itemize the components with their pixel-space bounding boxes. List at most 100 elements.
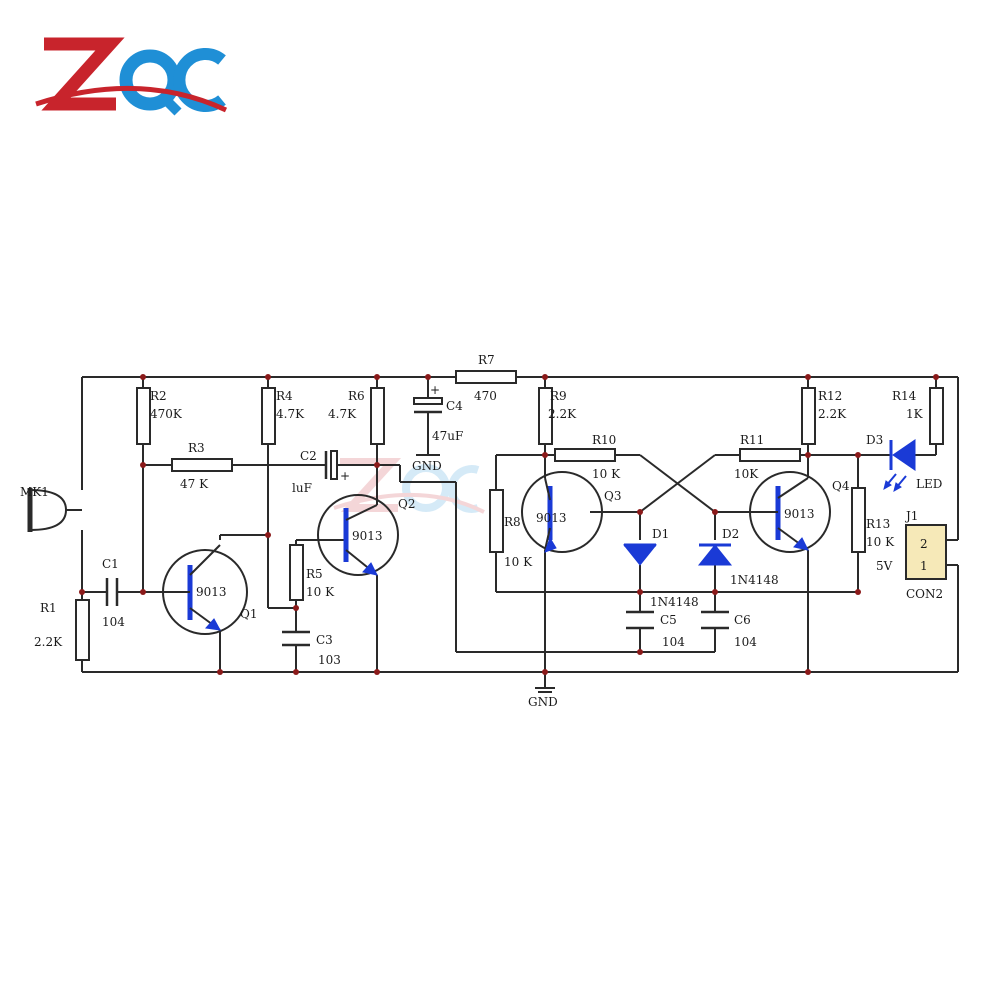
label-r14-value: 1K <box>906 407 924 421</box>
label-c1-value: 104 <box>102 615 125 629</box>
label-c5: C5 <box>660 613 677 627</box>
transistor-q2-icon <box>317 494 399 576</box>
label-r13: R13 <box>866 517 890 531</box>
junction-nodes <box>79 374 939 675</box>
label-r10-value: 10 K <box>592 467 621 481</box>
watermark-logo-icon <box>333 458 485 514</box>
label-r7: R7 <box>478 353 495 367</box>
label-r11: R11 <box>740 433 764 447</box>
label-d2-value: 1N4148 <box>730 573 779 587</box>
label-r1-value: 2.2K <box>34 635 63 649</box>
resistor-r7 <box>455 370 517 384</box>
label-r3-value: 47 K <box>180 477 209 491</box>
label-r9-value: 2.2K <box>548 407 577 421</box>
label-c6: C6 <box>734 613 751 627</box>
capacitors <box>105 397 729 647</box>
component-labels: MK1 R1 2.2K R2 470K R3 47 K R4 4.7K R5 1… <box>20 353 943 709</box>
capacitor-c4 <box>413 397 443 414</box>
label-r12-value: 2.2K <box>818 407 847 421</box>
label-r1: R1 <box>40 601 57 615</box>
label-r4: R4 <box>276 389 293 403</box>
capacitor-c2 <box>318 450 338 480</box>
label-r2-value: 470K <box>150 407 183 421</box>
label-r7-value: 470 <box>474 389 497 403</box>
transistor-q1-icon <box>162 544 248 635</box>
label-c2: C2 <box>300 449 317 463</box>
transistor-q3-icon <box>521 471 603 553</box>
label-led: LED <box>916 477 942 491</box>
label-q2-type: 9013 <box>352 529 383 543</box>
diode-d2-icon <box>697 543 733 566</box>
label-d3: D3 <box>866 433 883 447</box>
resistor-r5 <box>289 544 304 601</box>
label-gnd-top: GND <box>412 459 442 473</box>
resistor-r4 <box>261 387 276 445</box>
label-j1-voltage: 5V <box>876 559 893 573</box>
label-c4-value: 47uF <box>432 429 463 443</box>
resistor-r13 <box>851 487 866 553</box>
resistor-r11 <box>739 448 801 462</box>
capacitor-c5 <box>626 610 654 630</box>
label-q4-type: 9013 <box>784 507 815 521</box>
label-gnd-bottom: GND <box>528 695 558 709</box>
label-c6-value: 104 <box>734 635 757 649</box>
resistor-r6 <box>370 387 385 445</box>
label-c4-plus: + <box>430 383 440 397</box>
label-j1: J1 <box>904 509 918 523</box>
label-r12: R12 <box>818 389 842 403</box>
label-r6-value: 4.7K <box>328 407 357 421</box>
label-c1: C1 <box>102 557 119 571</box>
label-d1: D1 <box>652 527 669 541</box>
resistor-r8 <box>489 489 504 553</box>
led-d3-icon <box>883 439 916 493</box>
zqc-logo-icon <box>35 37 228 116</box>
label-r8: R8 <box>504 515 521 529</box>
label-r8-value: 10 K <box>504 555 533 569</box>
label-q2: Q2 <box>398 497 415 511</box>
label-d1-value: 1N4148 <box>650 595 699 609</box>
label-c4: C4 <box>446 399 463 413</box>
capacitor-c1 <box>105 578 119 606</box>
label-r13-value: 10 K <box>866 535 895 549</box>
capacitor-c3 <box>282 630 310 647</box>
label-q1: Q1 <box>240 607 257 621</box>
label-r4-value: 4.7K <box>276 407 305 421</box>
resistor-r12 <box>801 387 816 445</box>
label-r11-value: 10K <box>734 467 759 481</box>
label-c3: C3 <box>316 633 333 647</box>
microphone-mk1-icon <box>27 488 82 532</box>
label-q1-type: 9013 <box>196 585 227 599</box>
label-r5: R5 <box>306 567 323 581</box>
resistor-r1 <box>75 599 90 661</box>
label-q3: Q3 <box>604 489 621 503</box>
label-c5-value: 104 <box>662 635 685 649</box>
label-r9: R9 <box>550 389 567 403</box>
resistor-r3 <box>171 458 233 472</box>
label-r6: R6 <box>348 389 365 403</box>
label-c2-value: luF <box>292 481 312 495</box>
label-d2: D2 <box>722 527 739 541</box>
label-r10: R10 <box>592 433 616 447</box>
capacitor-c6 <box>701 610 729 630</box>
resistors <box>75 370 944 661</box>
label-r5-value: 10 K <box>306 585 335 599</box>
label-mk1: MK1 <box>20 485 49 499</box>
diode-d1-icon <box>622 543 658 566</box>
label-j1-pin1: 1 <box>920 559 928 573</box>
resistor-r14 <box>929 387 944 445</box>
label-r3: R3 <box>188 441 205 455</box>
label-c2-plus: + <box>340 469 350 483</box>
label-r2: R2 <box>150 389 167 403</box>
resistor-r2 <box>136 387 151 445</box>
label-q4: Q4 <box>832 479 850 493</box>
connector-j1 <box>905 524 958 580</box>
resistor-r10 <box>554 448 616 462</box>
label-c3-value: 103 <box>318 653 341 667</box>
wiring <box>81 376 959 689</box>
label-j1-con: CON2 <box>906 587 943 601</box>
resistor-r9 <box>538 387 553 445</box>
transistor-q4-icon <box>749 471 831 553</box>
label-q3-type: 9013 <box>536 511 567 525</box>
